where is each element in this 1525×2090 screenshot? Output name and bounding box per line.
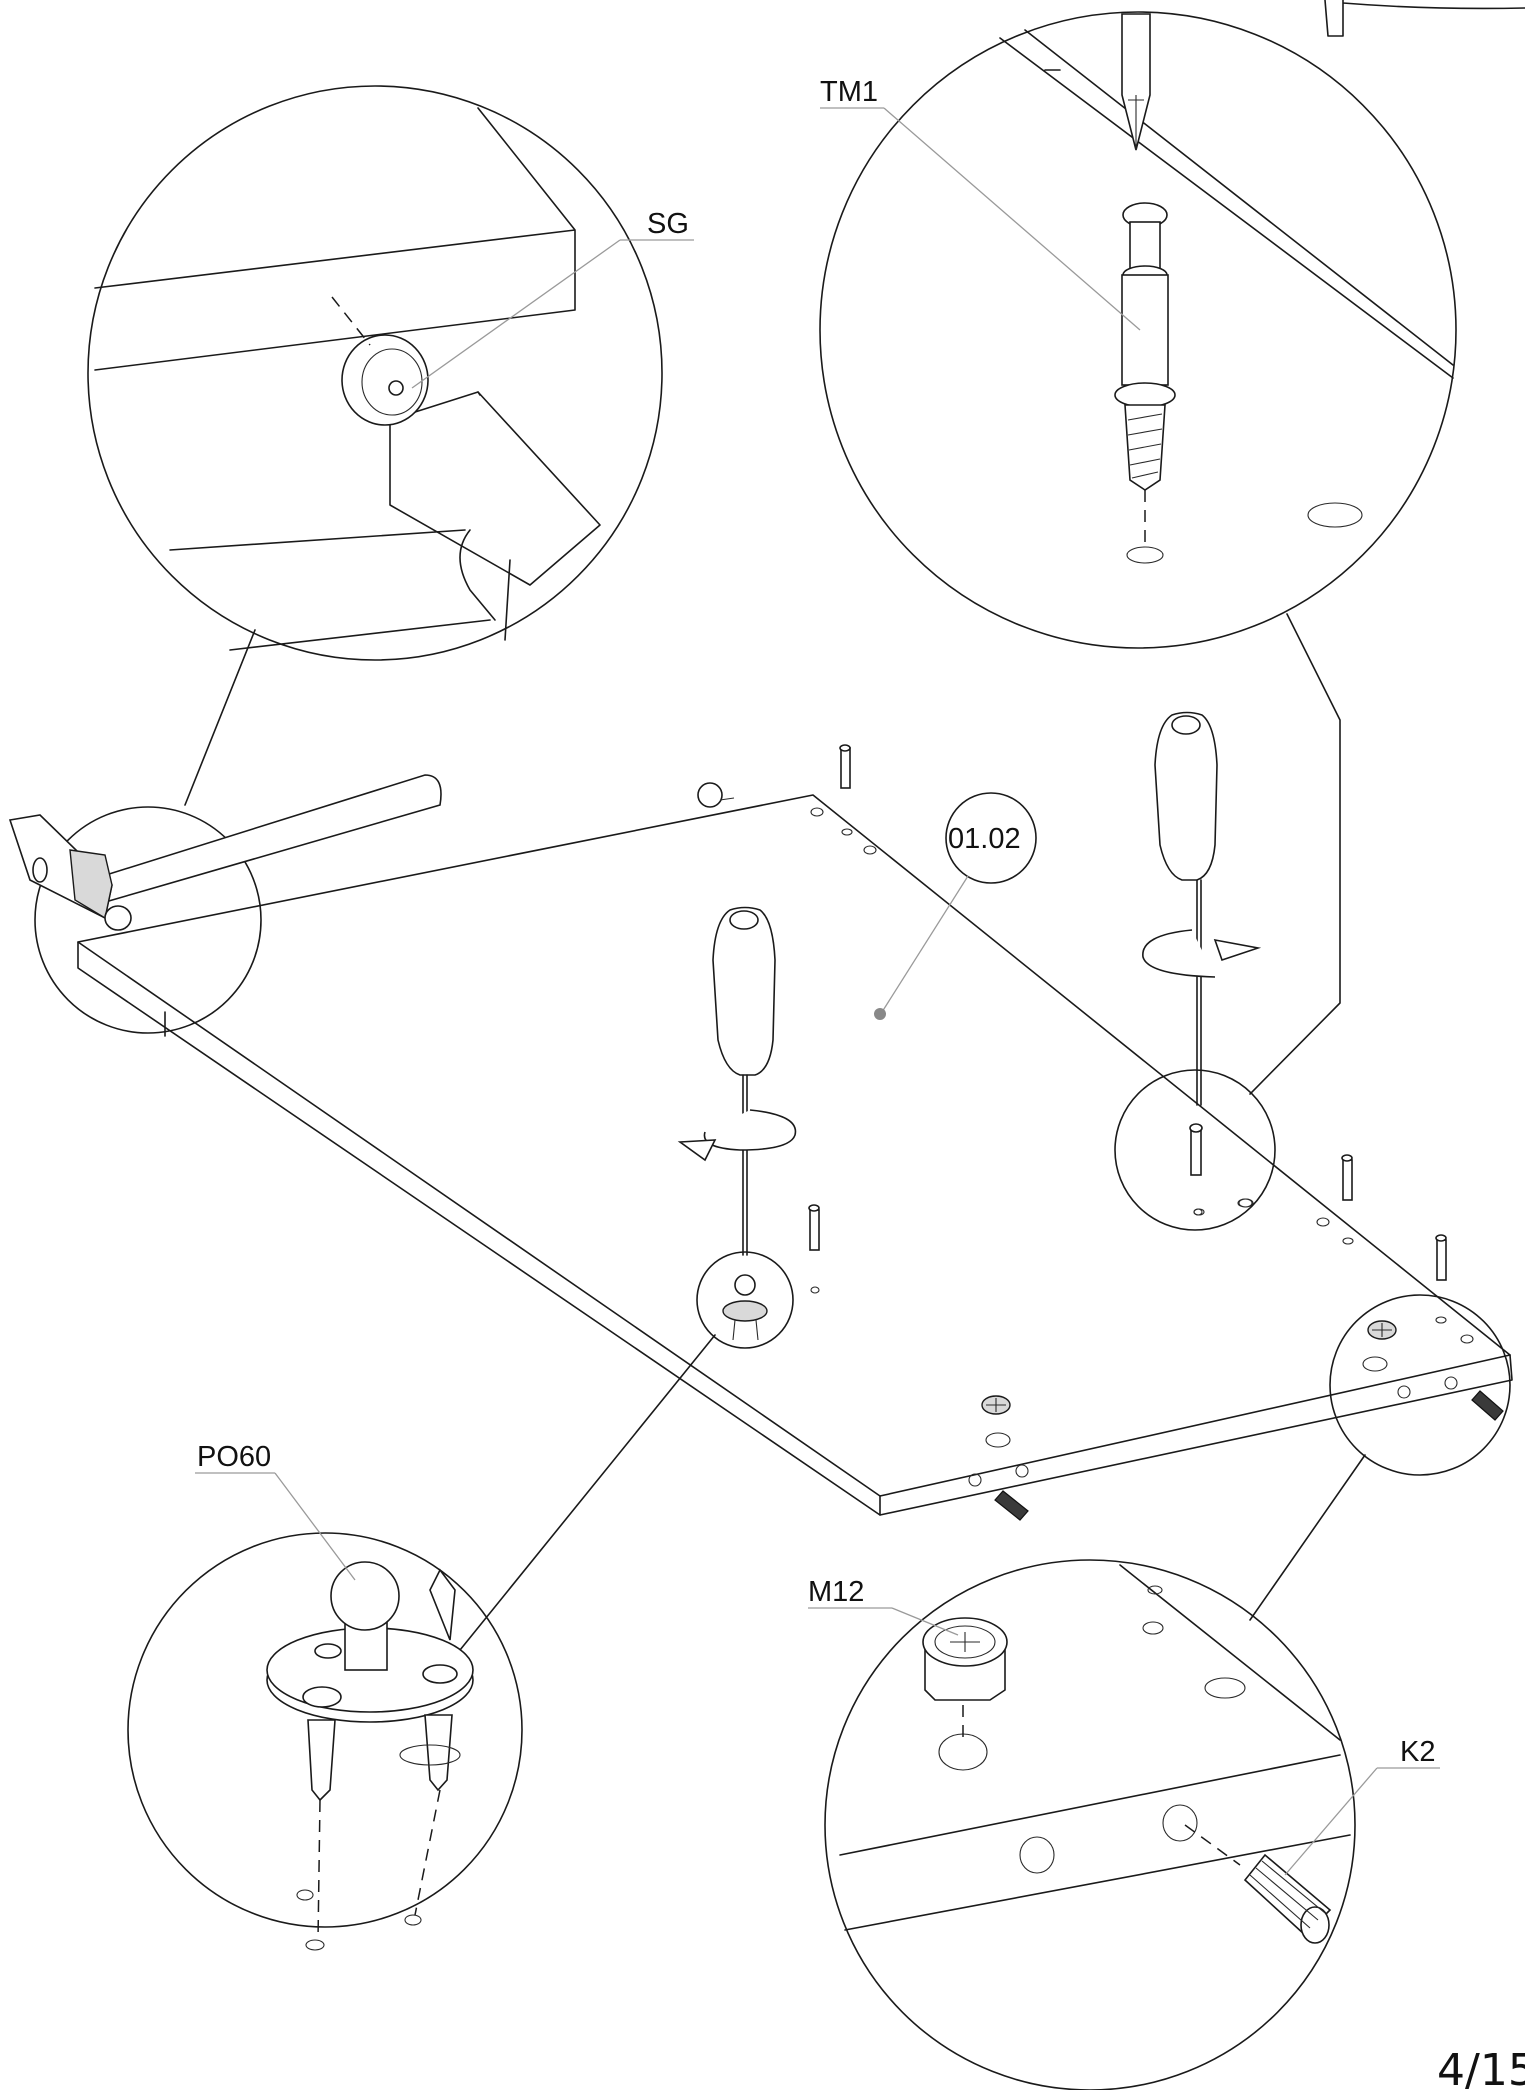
screwdriver-icon [677, 906, 797, 1256]
cam-lock-m12-icon [922, 1617, 1008, 1701]
label-k2: K2 [1400, 1736, 1435, 1768]
glide-sg-small-icon [697, 782, 735, 808]
detail-circle-m12-k2: M12 K2 [808, 1559, 1440, 2090]
screwdriver-tip-icon [1121, 13, 1151, 151]
dowel-small-icon [994, 1490, 1029, 1521]
callout-connector-k2-m12 [1249, 1454, 1366, 1621]
cam-bolt-small-icon [808, 1204, 820, 1251]
label-po60: PO60 [197, 1441, 271, 1473]
cam-lock-small-icon [1367, 1320, 1397, 1340]
hammer-icon [8, 774, 442, 1034]
part-number-label: 01.02 [948, 823, 1021, 855]
cam-bolt-small-icon [1435, 1234, 1447, 1281]
glide-sg-icon [341, 334, 429, 426]
callout-connector-tm1 [1249, 613, 1341, 1095]
detail-circle-tm1-small [1114, 1069, 1276, 1231]
cam-bolt-tm1-icon [1114, 202, 1176, 491]
cam-bolt-small-icon [1341, 1154, 1353, 1201]
detail-circle-sg: SG [87, 85, 694, 661]
label-tm1: TM1 [820, 76, 878, 108]
label-sg: SG [647, 208, 689, 240]
page-number: 4/15 [1437, 2045, 1525, 2090]
dowel-small-icon [1471, 1390, 1504, 1421]
panel-01-02: 01.02 [77, 792, 1513, 1516]
label-m12: M12 [808, 1576, 864, 1608]
callout-connector-po60 [459, 1334, 716, 1651]
callout-connector-sg [184, 629, 256, 806]
detail-circle-edge-small [1329, 1294, 1511, 1476]
part-number-tag: 01.02 [874, 792, 1037, 1020]
panel-holes [810, 807, 1474, 1487]
dowel-k2-icon [1243, 1853, 1332, 1944]
screwdriver-icon [1142, 711, 1262, 1106]
cam-lock-small-icon [981, 1395, 1011, 1415]
cam-bolt-small-icon [839, 744, 851, 789]
ball-catch-po60-icon [266, 1561, 474, 1802]
detail-circle-tm1: TM1 [819, 11, 1457, 649]
detail-circle-po60-small [696, 1251, 794, 1349]
detail-circle-po60: PO60 [127, 1441, 523, 1951]
